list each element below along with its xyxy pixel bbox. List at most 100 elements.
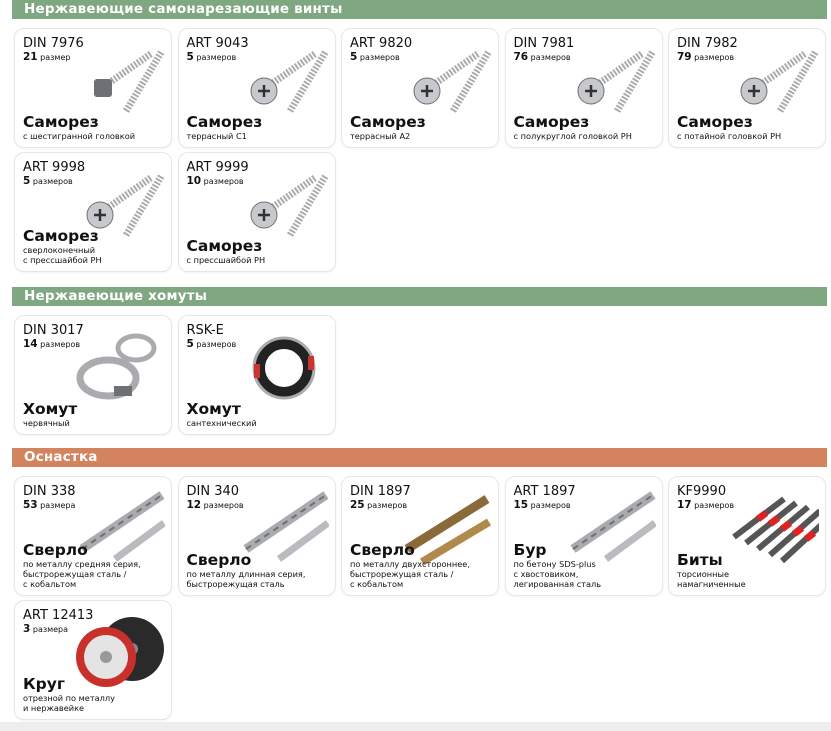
product-card[interactable]: DIN 7982 79 размеров Саморез с потайной …	[668, 28, 826, 148]
section-header-screws: Нержавеющие самонарезающие винты	[12, 0, 827, 19]
footer-bar	[0, 722, 831, 731]
countersunk-screw-icon	[724, 39, 820, 119]
product-subtitle: террасный С1	[186, 131, 247, 141]
product-code: ART 1897	[513, 484, 576, 499]
product-card[interactable]: ART 12413 3 размера Круг отрезной по мет…	[14, 600, 172, 720]
product-subtitle: сверлоконечный с прессшайбой PH	[23, 245, 102, 265]
hex-screw-icon	[70, 39, 166, 119]
product-card[interactable]: ART 9998 5 размеров Саморез сверлоконечн…	[14, 152, 172, 272]
size-count-unit: размеров	[196, 53, 237, 62]
size-count-unit: размеров	[203, 501, 244, 510]
size-count-number: 17	[677, 499, 692, 511]
product-card[interactable]: DIN 3017 14 размеров Хомут червячный	[14, 315, 172, 435]
product-title: Саморез	[23, 113, 99, 131]
size-count: 5 размеров	[23, 175, 163, 188]
size-count: 76 размеров	[514, 51, 654, 64]
product-code: ART 12413	[23, 608, 94, 623]
size-count-number: 76	[513, 51, 529, 63]
product-card[interactable]: RSK-E 5 размеров Хомут сантехнический	[177, 315, 336, 435]
size-count: 79 размеров	[677, 51, 817, 64]
size-count: 15 размеров	[514, 499, 654, 512]
size-count-unit: размеров	[196, 340, 237, 349]
product-subtitle: по металлу средняя серия, быстрорежущая …	[23, 559, 141, 589]
size-count: 17 размеров	[677, 499, 817, 512]
product-code: DIN 7981	[513, 36, 575, 51]
product-card[interactable]: DIN 7981 76 размеров Саморез с полукругл…	[504, 28, 663, 148]
worm-clamp-icon	[70, 326, 165, 406]
product-title: Сверло	[350, 541, 415, 559]
size-count: 14 размеров	[23, 338, 163, 351]
product-code: RSK-E	[186, 323, 224, 338]
product-title: Круг	[23, 675, 65, 693]
product-card[interactable]: DIN 338 53 размера Сверло по металлу сре…	[14, 476, 172, 596]
product-title: Сверло	[186, 551, 252, 569]
product-card[interactable]: ART 9043 5 размеров Саморез террасный С1	[177, 28, 336, 148]
size-count: 5 размеров	[187, 338, 327, 351]
terrace-screw-icon	[397, 39, 493, 119]
size-count-unit: размеров	[367, 501, 408, 510]
product-subtitle: с прессшайбой PH	[186, 255, 266, 265]
product-title: Саморез	[350, 113, 426, 131]
gold-drill-bit-icon	[397, 487, 492, 567]
drill-bit-icon	[70, 487, 167, 567]
product-code: DIN 1897	[350, 484, 411, 499]
size-count-number: 10	[186, 175, 202, 187]
size-count: 53 размера	[23, 499, 163, 512]
size-count: 10 размеров	[187, 175, 327, 188]
size-count: 5 размеров	[187, 51, 327, 64]
size-count-number: 14	[23, 338, 38, 350]
drill-screw-icon	[70, 163, 166, 243]
size-count-number: 5	[186, 51, 194, 63]
section-header-tools: Оснастка	[12, 448, 827, 467]
product-title: Хомут	[186, 400, 241, 418]
product-code: ART 9043	[186, 36, 249, 51]
product-card[interactable]: DIN 340 12 размеров Сверло по металлу дл…	[177, 476, 336, 596]
size-count-unit: размеров	[40, 340, 81, 349]
section-header-clamps: Нержавеющие хомуты	[12, 287, 827, 306]
size-count-unit: размеров	[359, 53, 400, 62]
product-card[interactable]: ART 9999 10 размеров Саморез с прессшайб…	[177, 152, 336, 272]
product-card[interactable]: ART 9820 5 размеров Саморез террасный А2	[341, 28, 499, 148]
product-title: Бур	[513, 541, 547, 559]
washer-screw-icon	[234, 163, 329, 243]
cutting-disc-icon	[70, 611, 165, 691]
product-code: ART 9820	[350, 36, 413, 51]
size-count-unit: размеров	[203, 177, 244, 186]
size-count-number: 53	[23, 499, 38, 511]
size-count: 25 размеров	[350, 499, 490, 512]
grid-clamps: DIN 3017 14 размеров Хомут червячный RSK…	[14, 315, 826, 435]
product-card[interactable]: ART 1897 15 размеров Бур по бетону SDS-p…	[504, 476, 663, 596]
grid-tools: DIN 338 53 размера Сверло по металлу сре…	[14, 476, 826, 720]
product-subtitle: по бетону SDS-plus с хвостовиком, легиро…	[513, 559, 602, 589]
product-title: Хомут	[23, 400, 78, 418]
product-subtitle: по металлу длинная серия, быстрорежущая …	[186, 569, 306, 589]
product-card[interactable]: KF9990 17 размеров Биты торсионные намаг…	[668, 476, 826, 596]
product-code: DIN 340	[186, 484, 240, 499]
size-count-number: 5	[186, 338, 194, 350]
size-count: 3 размера	[23, 623, 163, 636]
product-code: DIN 3017	[23, 323, 84, 338]
product-title: Саморез	[677, 113, 753, 131]
size-count-number: 15	[513, 499, 529, 511]
product-card[interactable]: DIN 7976 21 размер Саморез с шестигранно…	[14, 28, 172, 148]
product-title: Биты	[677, 551, 723, 569]
product-subtitle: с потайной головкой PH	[677, 131, 782, 141]
size-count-number: 5	[350, 51, 358, 63]
terrace-screw-icon	[234, 39, 329, 119]
size-count: 5 размеров	[350, 51, 490, 64]
size-count-unit: размеров	[530, 501, 571, 510]
product-card[interactable]: DIN 1897 25 размеров Сверло по металлу д…	[341, 476, 499, 596]
product-title: Саморез	[186, 113, 263, 131]
size-count-unit: размера	[32, 625, 69, 634]
product-code: DIN 7982	[677, 36, 738, 51]
product-code: KF9990	[677, 484, 727, 499]
size-count-number: 3	[23, 623, 31, 635]
size-count: 21 размер	[23, 51, 163, 64]
size-count-number: 21	[23, 51, 38, 63]
product-subtitle: отрезной по металлу и нержавейке	[23, 693, 115, 713]
size-count-unit: размера	[40, 501, 76, 510]
product-subtitle: торсионные намагниченные	[677, 569, 746, 589]
product-title: Саморез	[513, 113, 590, 131]
product-title: Сверло	[23, 541, 88, 559]
drill-bit-icon	[234, 487, 330, 567]
